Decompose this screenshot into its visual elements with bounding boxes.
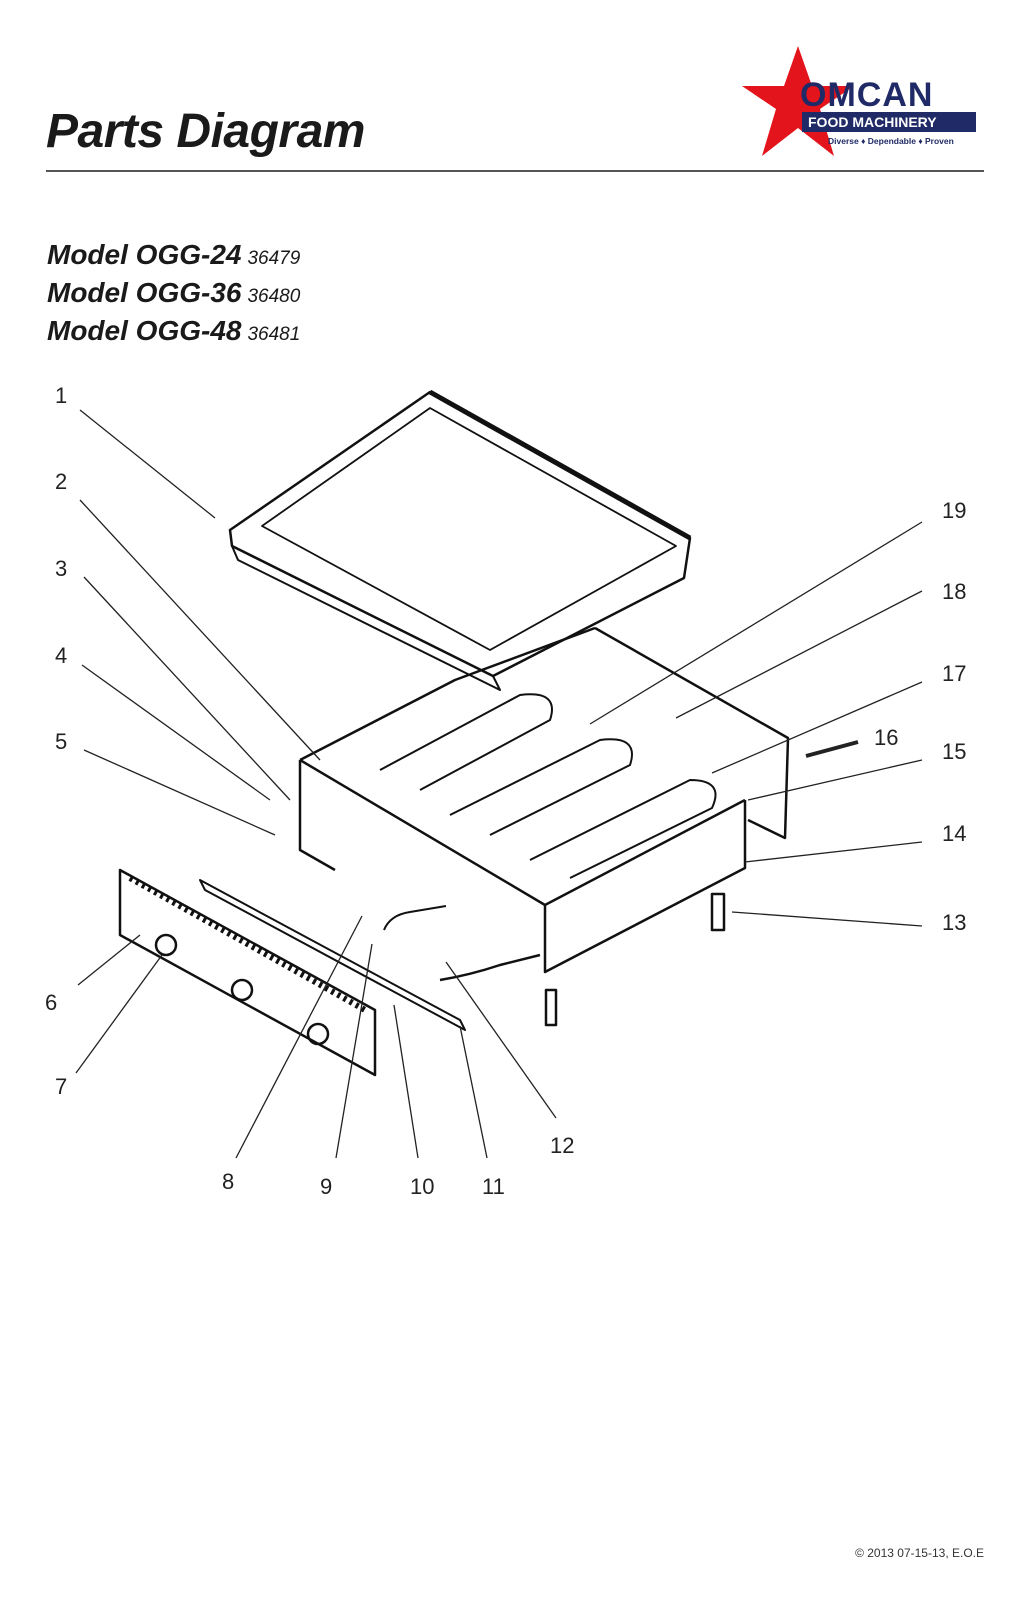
callout-leaders [75, 409, 923, 1159]
leader-line [83, 576, 291, 801]
control-knob [230, 978, 254, 1002]
leader-line [731, 911, 923, 927]
leader-line [675, 590, 923, 719]
callout-number: 9 [320, 1174, 332, 1199]
burner-tube [379, 693, 553, 791]
logo-brand: OMCAN [800, 76, 933, 114]
leader-line [75, 954, 163, 1074]
leader-line [589, 521, 923, 725]
callout-number: 18 [942, 579, 966, 604]
leader-line [805, 740, 859, 758]
copyright-notice: © 2013 07-15-13, E.O.E [855, 1546, 984, 1560]
burner-tube [529, 779, 717, 879]
logo-tagline: Diverse ♦ Dependable ♦ Proven [828, 136, 954, 146]
body-front-panel [543, 800, 747, 974]
leader-line [77, 934, 141, 986]
callout-number: 7 [55, 1074, 67, 1099]
callout-number: 8 [222, 1169, 234, 1194]
callout-number: 16 [874, 725, 898, 750]
callout-number: 1 [55, 383, 67, 408]
callout-number: 11 [482, 1174, 505, 1199]
gas-manifold [199, 879, 466, 1031]
model-code: 36479 [247, 248, 301, 269]
leader-line [711, 681, 923, 774]
callout-number: 10 [410, 1174, 434, 1199]
callout-numbers: 1 2 3 4 5 6 7 8 9 10 11 12 13 14 15 16 1… [45, 383, 966, 1199]
leader-line [744, 841, 923, 863]
callout-number: 19 [942, 498, 966, 523]
gas-valve [710, 892, 726, 932]
leader-line [335, 943, 373, 1159]
control-knob [306, 1022, 330, 1046]
model-name: Model OGG-36 [47, 277, 242, 308]
callout-number: 15 [942, 739, 966, 764]
exploded-parts-diagram: 1 2 3 4 5 6 7 8 9 10 11 12 13 14 15 16 1… [45, 383, 966, 1199]
adjustable-leg [544, 988, 558, 1027]
model-name: Model OGG-48 [47, 315, 242, 346]
burner-tube [449, 738, 633, 836]
logo-subtitle: FOOD MACHINERY [808, 114, 937, 130]
page-title: Parts Diagram [46, 105, 365, 158]
callout-number: 12 [550, 1133, 574, 1158]
callout-number: 2 [55, 469, 67, 494]
callout-number: 5 [55, 729, 67, 754]
leader-line [83, 749, 276, 836]
callout-number: 4 [55, 643, 67, 668]
control-knob [154, 933, 178, 957]
callout-number: 3 [55, 556, 67, 581]
leader-line [459, 1025, 488, 1159]
body-left-end [298, 760, 336, 872]
leader-line [81, 664, 271, 801]
logo-banner [802, 112, 976, 132]
leader-line [445, 961, 557, 1119]
omcan-logo: OMCAN FOOD MACHINERY Diverse ♦ Dependabl… [742, 46, 976, 156]
control-panel [118, 868, 377, 1077]
body-back-panel [594, 626, 790, 840]
griddle-plate-inner [261, 407, 677, 651]
leader-line [79, 499, 321, 761]
control-panel-vents [128, 875, 367, 1013]
body-front-top [299, 758, 746, 907]
leader-line [79, 409, 216, 519]
gas-pipe [439, 953, 541, 982]
model-name: Model OGG-24 [47, 239, 242, 270]
grease-trough [231, 545, 501, 691]
callout-number: 13 [942, 910, 966, 935]
griddle-drawing [118, 389, 790, 1077]
callout-number: 17 [942, 661, 966, 686]
logo-star-icon [742, 46, 854, 156]
body-side-left [299, 626, 596, 762]
leader-line [235, 915, 363, 1159]
plate-back-rail [428, 389, 692, 541]
callout-number: 6 [45, 990, 57, 1015]
pilot-tube [383, 905, 447, 931]
leader-line [747, 759, 923, 801]
model-code: 36480 [247, 286, 301, 307]
leader-line [393, 1004, 419, 1159]
model-code: 36481 [247, 324, 301, 345]
callout-number: 14 [942, 821, 966, 846]
header-divider [46, 170, 984, 172]
